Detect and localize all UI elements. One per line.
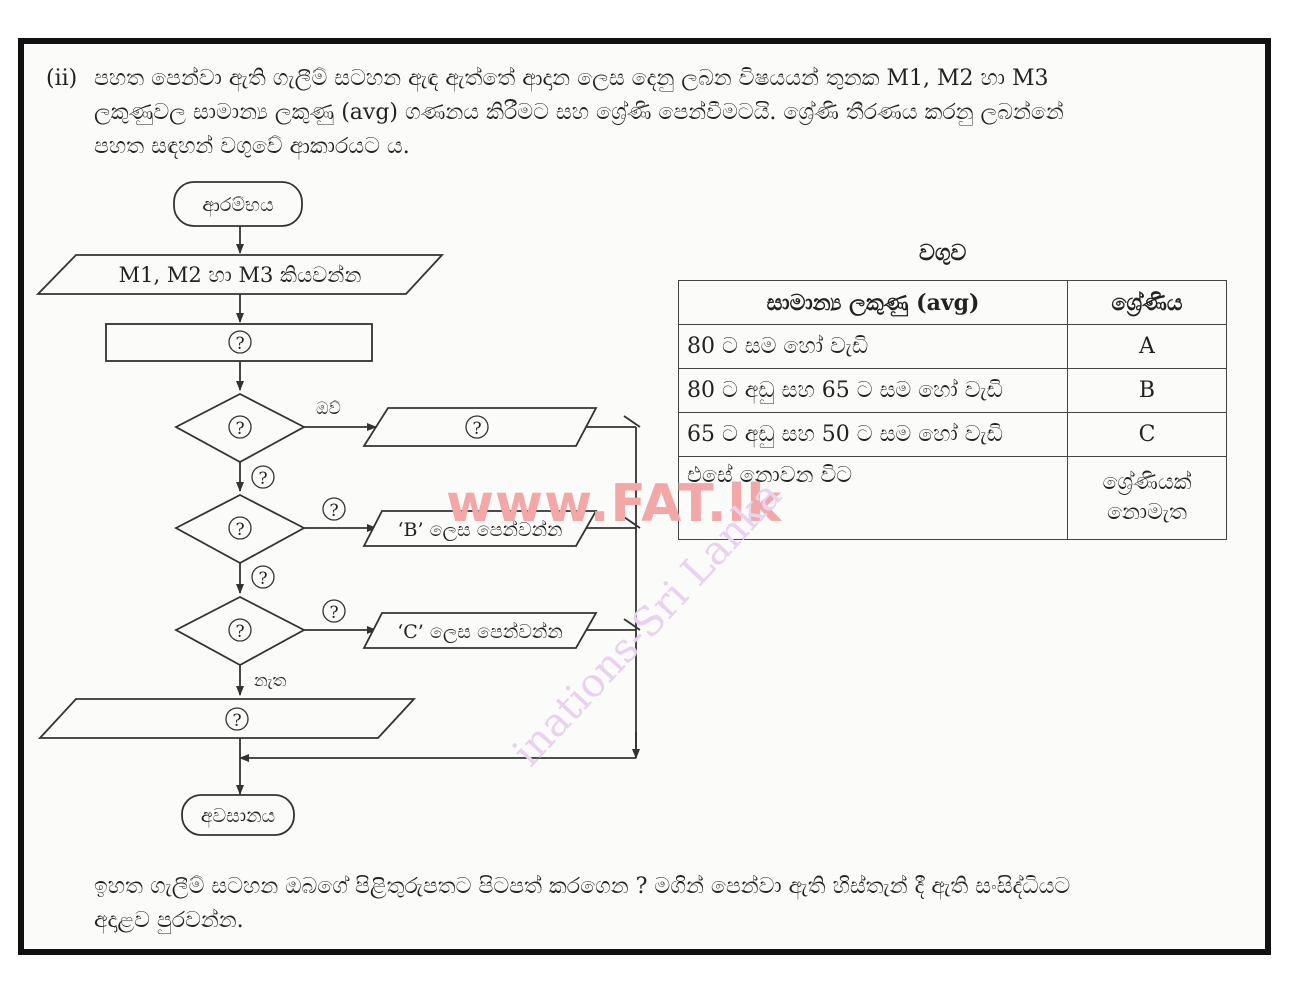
end-terminal <box>181 794 295 836</box>
output-b-label: ‘B’ ලෙස පෙන්වන්න <box>398 519 563 541</box>
exam-question-page: (ii) පහත පෙන්වා ඇති ගැලීම් සටහන ඇඳ ඇත්තේ… <box>18 38 1271 955</box>
placeholder-circle <box>228 415 252 439</box>
placeholder-circle <box>322 599 346 623</box>
placeholder-mark: ? <box>258 569 267 589</box>
placeholder-circle <box>228 618 252 642</box>
instruction-line: අදාළව පුරවන්න. <box>94 908 244 933</box>
grade-cell: C <box>1067 412 1227 457</box>
grade-cell: B <box>1067 368 1227 413</box>
start-terminal <box>173 181 303 227</box>
output-b-box <box>362 510 598 547</box>
decision-diamond <box>174 493 306 565</box>
final-output-box <box>37 698 417 739</box>
placeholder-mark: ? <box>258 469 267 489</box>
flow-arrowhead-tick <box>623 415 641 428</box>
decision-diamond <box>174 595 306 667</box>
input-label: M1, M2 හා M3 කියවන්න <box>119 263 362 287</box>
decision-diamond <box>174 392 306 464</box>
table-header-row: සාමාන්‍ය ලකුණු (avg) ශ්‍රේණිය <box>678 280 1227 325</box>
table-row: 80 ට අඩු සහ 65 ට සම හෝ වැඩි B <box>678 368 1227 413</box>
input-box <box>35 254 445 295</box>
placeholder-circle <box>228 516 252 540</box>
placeholder-mark: ? <box>235 334 244 354</box>
flowchart: ආරම්භය M1, M2 හා M3 කියවන්න ? ? ඔව් ? ? … <box>35 181 641 836</box>
placeholder-circle <box>228 330 252 354</box>
placeholder-mark: ? <box>329 501 338 521</box>
table-row: 65 ට අඩු සහ 50 ට සම හෝ වැඩි C <box>678 412 1227 457</box>
output-c-label: ‘C’ ලෙස පෙන්වන්න <box>397 621 563 643</box>
table-header: සාමාන්‍ය ලකුණු (avg) <box>678 280 1068 325</box>
placeholder-mark: ? <box>232 711 241 731</box>
placeholder-mark: ? <box>235 622 244 642</box>
question-number: (ii) <box>46 66 78 91</box>
table-row: 80 ට සම හෝ වැඩි A <box>678 324 1227 369</box>
table-title: වගුව <box>919 240 967 266</box>
placeholder-mark: ? <box>329 603 338 623</box>
no-label: නැත <box>254 671 287 691</box>
output-c-box <box>362 612 598 649</box>
placeholder-circle <box>251 565 275 589</box>
flow-arrowhead-tick <box>623 516 641 529</box>
end-label: අවසානය <box>201 805 275 828</box>
placeholder-mark: ? <box>235 520 244 540</box>
placeholder-circle <box>251 465 275 489</box>
process-box <box>105 323 373 362</box>
question-text-line: ලකුණුවල සාමාන්‍ය ලකුණු (avg) ගණනය කිරීමට… <box>94 100 1064 125</box>
range-cell: එසේ නොවන විට <box>678 456 1068 540</box>
grade-cell: ශ්‍රේණියක් නොමැත <box>1067 456 1227 540</box>
placeholder-circle <box>322 497 346 521</box>
grade-table: සාමාන්‍ය ලකුණු (avg) ශ්‍රේණිය 80 ට සම හෝ… <box>678 280 1227 540</box>
range-cell: 80 ට අඩු සහ 65 ට සම හෝ වැඩි <box>678 368 1068 413</box>
range-cell: 65 ට අඩු සහ 50 ට සම හෝ වැඩි <box>678 412 1068 457</box>
placeholder-circle <box>465 415 489 439</box>
instruction-line: ඉහත ගැලීම් සටහන ඔබගේ පිළිතුරුපතට පිටපත් … <box>94 874 1071 899</box>
yes-label: ඔව් <box>316 399 341 419</box>
placeholder-mark: ? <box>235 419 244 439</box>
placeholder-circle <box>225 707 249 731</box>
question-text-line: පහත සඳහන් වගුවේ ආකාරයට ය. <box>94 134 410 159</box>
question-text-line: පහත පෙන්වා ඇති ගැලීම් සටහන ඇඳ ඇත්තේ ආදාන… <box>94 66 1049 91</box>
start-label: ආරම්භය <box>202 194 273 217</box>
range-cell: 80 ට සම හෝ වැඩි <box>678 324 1068 369</box>
placeholder-mark: ? <box>472 419 481 439</box>
output-box <box>362 407 598 447</box>
table-row: එසේ නොවන විට ශ්‍රේණියක් නොමැත <box>678 456 1227 540</box>
watermark: www.FAT.lk <box>446 474 783 534</box>
grade-cell: A <box>1067 324 1227 369</box>
flow-arrowhead-tick <box>623 618 641 631</box>
table-header: ශ්‍රේණිය <box>1067 280 1227 325</box>
